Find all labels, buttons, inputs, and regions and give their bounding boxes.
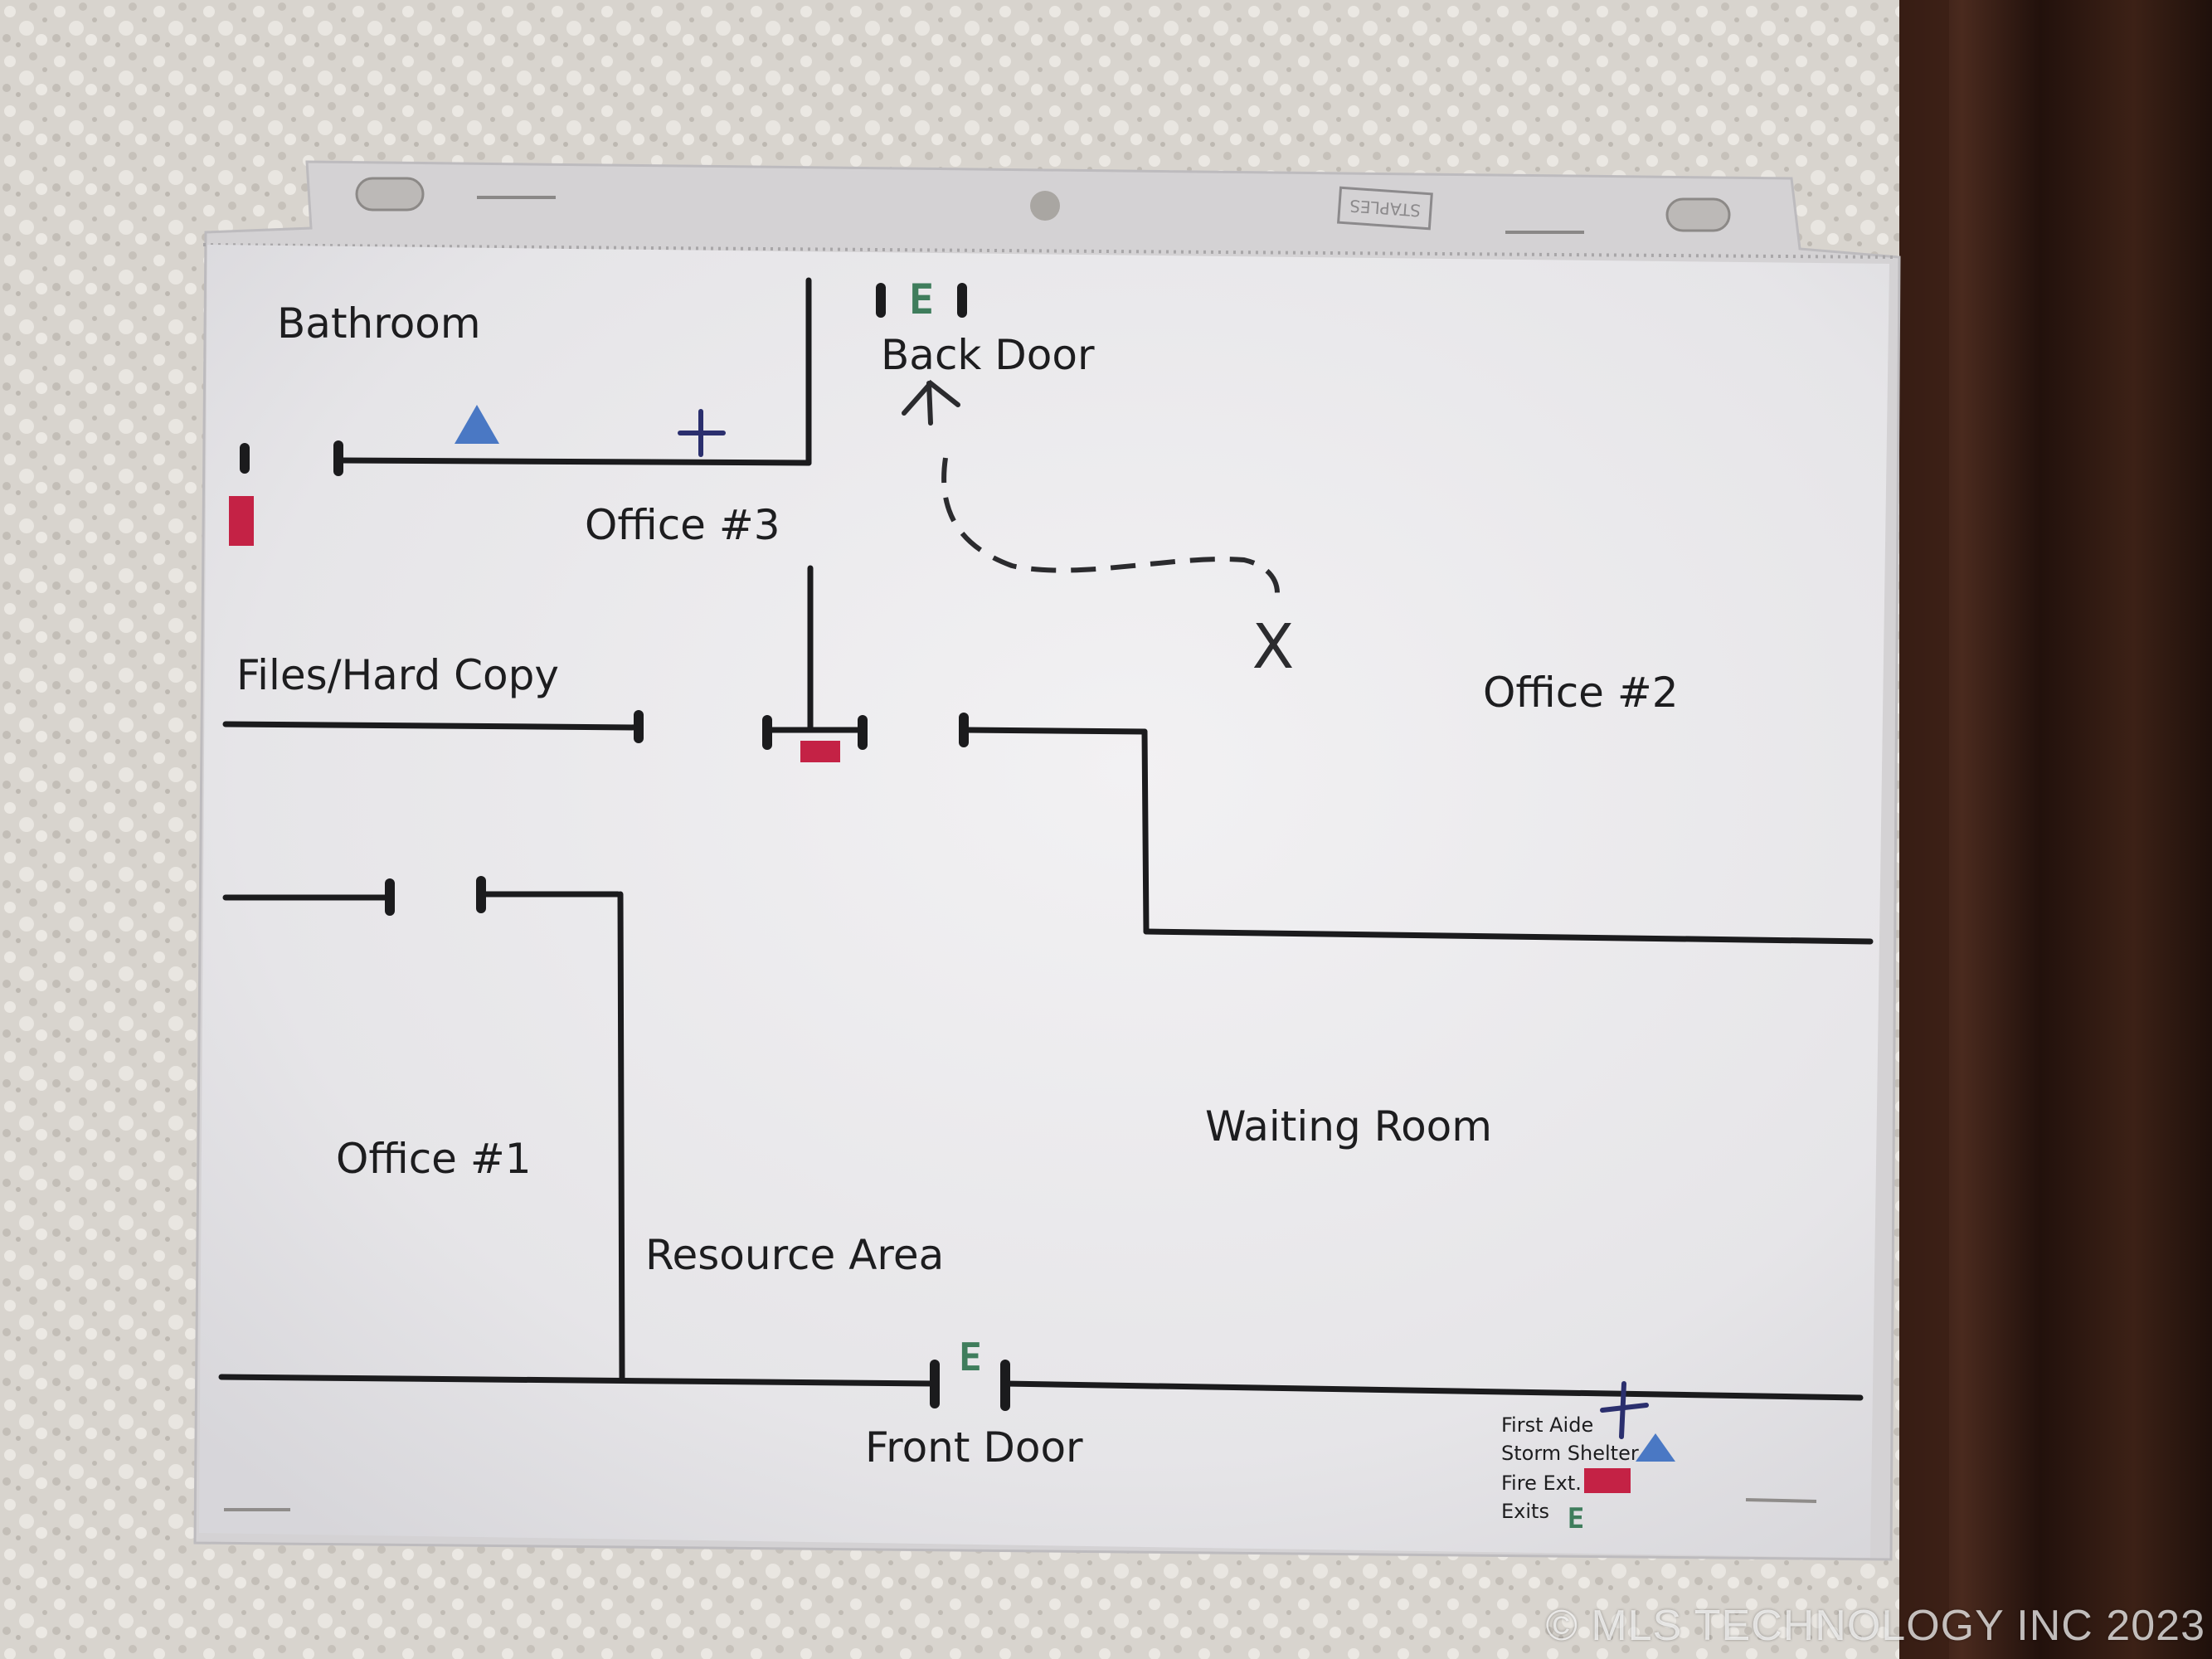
- first-aid-icon: [678, 409, 726, 457]
- label-resource-area: Resource Area: [645, 1231, 945, 1279]
- floor-plan-walls: [218, 277, 1874, 1401]
- legend-plus-icon: [1600, 1381, 1649, 1439]
- route-arrow-icon: [902, 379, 960, 426]
- fire-extinguisher-icon: [229, 496, 254, 546]
- legend-label-storm-shelter: Storm Shelter: [1501, 1442, 1639, 1465]
- label-front-door: Front Door: [865, 1423, 1083, 1472]
- storm-shelter-icon: [455, 405, 499, 444]
- legend-label-exits: Exits: [1501, 1500, 1549, 1523]
- exit-mark-back: E: [909, 275, 934, 324]
- door-jamb-marks: [240, 283, 1010, 1411]
- wood-door-frame: [1899, 0, 2212, 1659]
- label-back-door: Back Door: [881, 331, 1095, 379]
- you-are-here-mark: X: [1252, 611, 1295, 683]
- evacuation-route: [941, 457, 1280, 594]
- exit-mark-front: E: [959, 1335, 982, 1379]
- label-office-3: Office #3: [585, 501, 780, 549]
- legend-label-fire-ext: Fire Ext.: [1501, 1472, 1582, 1495]
- legend-exit-icon: E: [1568, 1502, 1584, 1535]
- mls-watermark: © MLS TECHNOLOGY INC 2023: [1545, 1602, 2205, 1650]
- floor-plan-paper: [199, 245, 1889, 1558]
- label-office-1: Office #1: [336, 1135, 532, 1183]
- label-office-2: Office #2: [1483, 669, 1679, 717]
- label-waiting-room: Waiting Room: [1205, 1102, 1492, 1151]
- label-files: Files/Hard Copy: [236, 651, 559, 699]
- staples-stamp: STAPLES: [1349, 196, 1422, 221]
- legend-label-first-aide: First Aide: [1501, 1413, 1594, 1437]
- legend-red-block-icon: [1584, 1468, 1631, 1493]
- fire-extinguisher-icon: [800, 741, 840, 762]
- label-bathroom: Bathroom: [277, 299, 481, 348]
- legend-triangle-icon: [1636, 1433, 1675, 1462]
